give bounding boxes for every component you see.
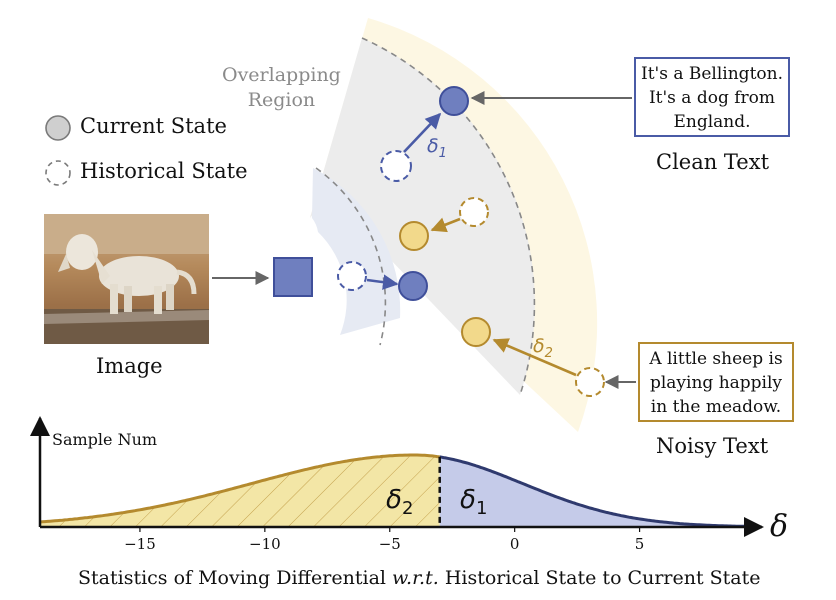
distribution-chart: −15 −10 −5 0 5 δ2 δ1 [30,416,764,553]
legend-current-state-label: Current State [80,114,227,138]
current-state-noisy-upper [399,221,429,251]
image-state-pair [337,261,428,301]
clean-text-box: It's a Bellington. It's a dog from Engla… [634,57,790,137]
delta2-label: δ2 [533,335,553,361]
delta1-label: δ1 [427,135,447,161]
overlap-inner-boundary [315,167,387,346]
region-label-line-2: Region [247,89,316,111]
noisy-upper-arrow [430,217,461,233]
noisy-text-line-2: playing happily [649,373,783,393]
curve-left [39,453,440,524]
region-label-line-1: Overlapping [222,64,341,86]
chart-xlabel: Statistics of Moving Differential w.r.t.… [78,567,761,589]
noisy-text-caption: Noisy Text [656,434,769,458]
xlabel-part-1: Statistics of Moving Differential [78,567,393,589]
dog-illustration [44,214,209,344]
noisy-state-pair-lower [461,317,605,397]
legend-historical-state-icon [45,160,71,186]
x-tick-label: −10 [249,535,281,553]
xlabel-part-2: w.r.t. [392,567,439,589]
fan-regions [310,18,598,432]
image-label: Image [96,354,163,378]
noisy-text-box: A little sheep is playing happily in the… [638,342,794,422]
region-hatch-1 [40,455,440,527]
region-label-2: δ1 [460,485,487,519]
image-embedding-square [273,257,313,297]
legend-current-state-icon [45,115,71,141]
chart-axis-symbol: δ [770,509,789,544]
current-state-clean [439,86,469,116]
noisy-state-pair-upper [399,197,489,251]
overlapping-region [310,38,535,395]
dog-image [44,214,209,344]
current-state-noisy-lower [461,317,491,347]
curve-right [439,455,753,528]
clean-text-caption: Clean Text [656,150,770,174]
clean-text-line-2: It's a dog from [648,88,776,108]
historical-state-clean [380,150,412,182]
clean-state-pair [380,86,469,182]
x-tick-label: −15 [124,535,156,553]
xlabel-part-3: Historical State to Current State [438,567,761,589]
historical-state-image [337,261,367,291]
x-tick-label: −5 [379,535,401,553]
overlapping-region-label: Overlapping Region [222,63,341,113]
clean-text-line-1: It's a Bellington. [640,64,783,84]
x-tick-label: 0 [510,535,520,553]
clean-region [312,168,401,335]
legend-historical-state-label: Historical State [80,159,248,183]
chart-ylabel: Sample Num [52,430,158,449]
x-tick-label: 5 [635,535,645,553]
region-fill-2 [439,456,752,527]
noisy-text-line-3: in the meadow. [650,397,782,417]
image-shift-arrow [366,274,399,290]
region-label-1: δ2 [386,485,413,519]
noisy-text-line-1: A little sheep is [649,349,783,369]
historical-state-noisy-upper [459,197,489,227]
delta2-arrow [492,338,577,377]
delta1-arrow [403,112,442,153]
clean-text-line-3: England. [673,112,751,132]
current-state-image [398,271,428,301]
historical-state-noisy-lower [575,367,605,397]
overlap-outer-boundary [361,37,536,396]
